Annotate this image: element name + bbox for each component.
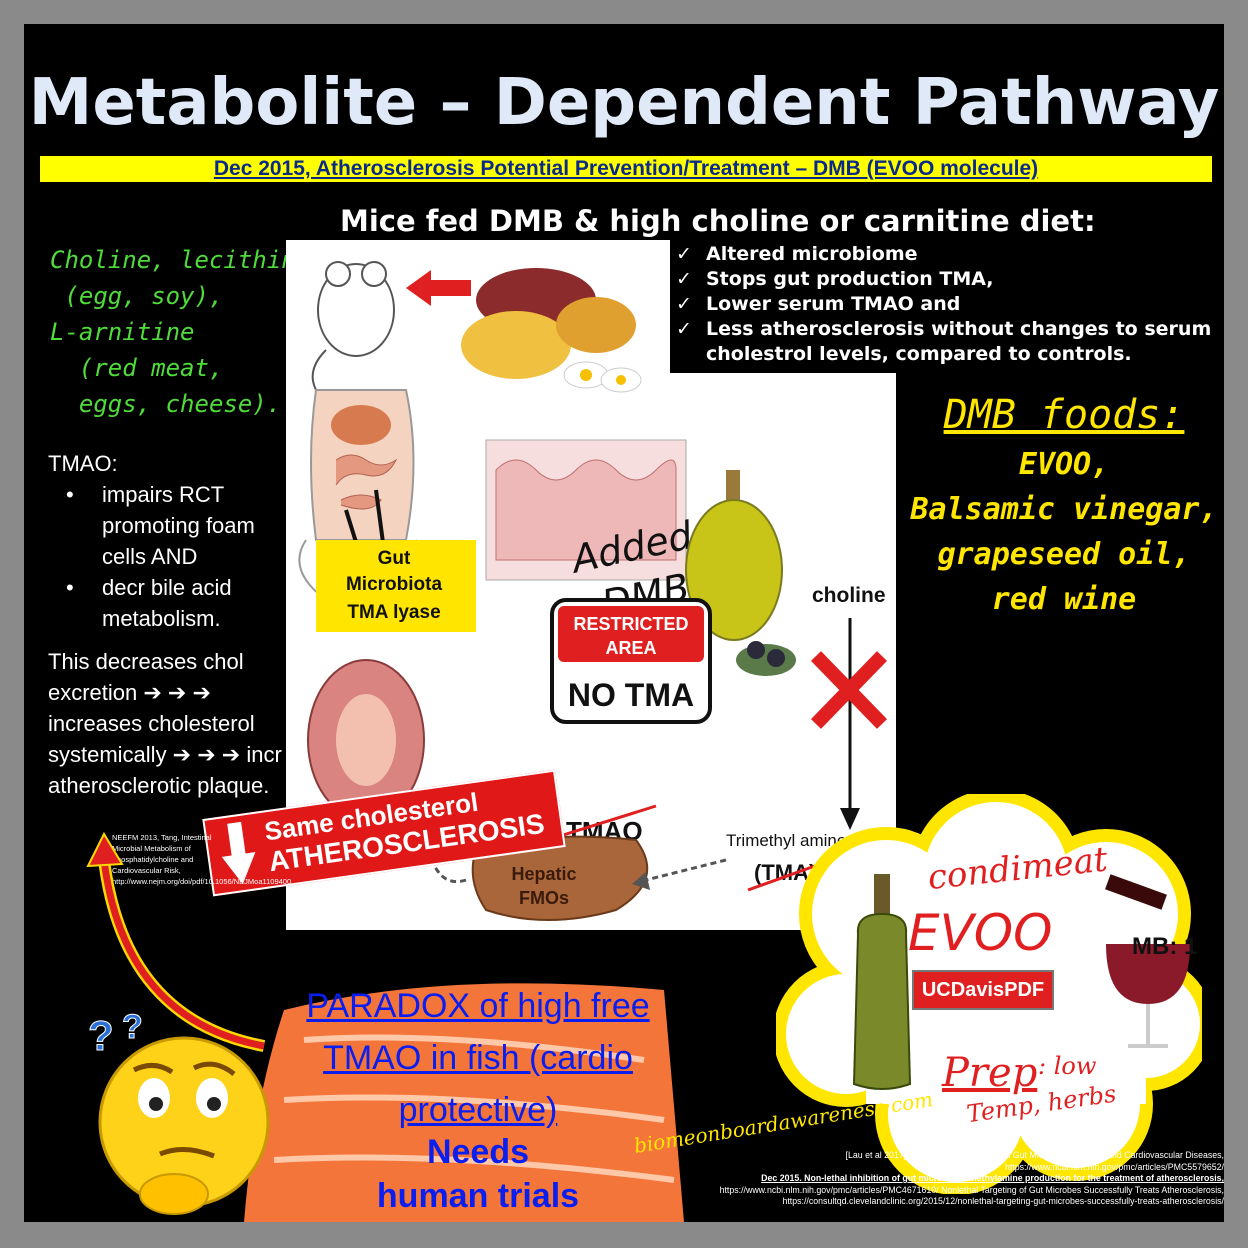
reference-line: [Lau et al 2017] Bridging the Gap betwee… [845,1150,1224,1160]
left-arrow-icon [406,270,471,306]
needs-line: human trials [376,1177,580,1215]
dmb-food-item: EVOO, [1018,447,1110,482]
hepatic-label: Hepatic [511,864,576,884]
reference-line[interactable]: https://www.ncbi.nlm.nih.gov/pmc/article… [1004,1161,1224,1172]
wine-glass-icon [1105,874,1190,1048]
cloud-shape: condimeat EVOO MB: 1 Prep : low Temp, he… [773,789,1213,1195]
reference-line: Dec 2015. Non-lethal inhibition of gut m… [761,1173,1224,1183]
dmb-foods-heading: DMB foods: [943,392,1185,438]
area-text: AREA [605,638,656,658]
artery-icon [307,659,425,821]
result-item: Altered microbiome [676,242,1224,267]
reference-line[interactable]: https://consultqd.clevelandclinic.org/20… [782,1196,1224,1206]
liver-icon [471,835,649,921]
diet-line: L-arnitine [50,318,195,346]
dmb-food-item: red wine [991,582,1137,617]
salmon-image [244,983,684,1222]
reference-line[interactable]: https://www.ncbi.nlm.nih.gov/pmc/article… [719,1184,1224,1195]
choline-label: choline [812,584,886,607]
dmb-food-item: Balsamic vinegar, [910,492,1218,527]
diet-line: eggs, cheese). [50,390,282,418]
references: [Lau et al 2017] Bridging the Gap betwee… [684,1150,1224,1208]
down-arrow-icon [221,821,256,885]
result-item: Lower serum TMAO and [676,292,1224,317]
evoo-bottle-icon [852,874,912,1090]
food-icon [461,268,642,393]
svg-text:?: ? [122,1008,143,1046]
needs-line: Needs [426,1133,530,1171]
gut-label-2: Microbiota [346,574,442,595]
atherosclerosis-banner: Same cholesterol ATHEROSCLEROSIS [202,769,566,897]
pathway-illustration: Gut Microbiota TMA lyase Added DMB RESTR… [298,261,888,921]
tmao-item: decr bile acid metabolism. [48,572,288,634]
decrease-text: This decreases chol excretion ➔ ➔ ➔ incr… [48,649,282,798]
curved-arrow-icon [86,831,266,1052]
no-tma-text: NO TMA [568,677,694,713]
trimethyl-amine-label: Trimethyl amine [726,831,846,850]
diet-line: (egg, soy), [50,282,224,310]
tmao-heading: TMAO: [48,451,118,476]
results-list: Altered microbiome Stops gut production … [670,240,1224,373]
condiment-cloud: condimeat EVOO MB: 1 Prep : low Temp, he… [773,789,1213,1195]
mouse-icon [311,261,395,391]
ucdavis-pdf-button[interactable]: UCDavisPDF [912,970,1054,1010]
subtitle-banner: Dec 2015, Atherosclerosis Potential Prev… [40,156,1212,182]
result-item: Stops gut production TMA, [676,267,1224,292]
prep-text: Prep [941,1050,1037,1096]
gut-label-3: TMA lyase [347,602,440,623]
fmos-label: FMOs [519,888,569,908]
needs-trials: Needs human trials [288,1130,668,1218]
dmb-foods: DMB foods: EVOO, Balsamic vinegar, grape… [904,392,1224,622]
restricted-sign: RESTRICTED AREA NO TMA [550,598,712,724]
dmb-food-item: grapeseed oil, [937,537,1191,572]
gut-label-1: Gut [378,548,411,569]
red-x-icon [810,651,888,729]
mice-heading: Mice fed DMB & high choline or carnitine… [340,204,1096,238]
olive-oil-bottle-icon [685,470,796,676]
tmao-effects: TMAO: impairs RCT promoting foam cells A… [48,448,288,634]
slide: Metabolite – Dependent Pathway Dec 2015,… [24,24,1224,1222]
diet-line: Choline, lecithin [50,246,296,274]
diet-sources: Choline, lecithin (egg, soy), L-arnitine… [50,242,310,422]
diet-line: (red meat, [50,354,224,382]
evoo-text: EVOO [908,904,1053,962]
svg-text:?: ? [88,1012,114,1059]
page-title: Metabolite – Dependent Pathway [28,66,1220,140]
tmao-item: impairs RCT promoting foam cells AND [48,479,288,572]
intestine-tissue-icon [485,439,687,581]
mb-text: MB: 1 [1132,933,1197,960]
thinking-emoji-icon: ? ? [88,1008,270,1215]
neefm-citation: NEEFM 2013, Tang, Intestinal Microbial M… [112,833,292,886]
restricted-text: RESTRICTED [573,614,688,634]
paradox-text: PARADOX of high free TMAO in fish (cardi… [306,987,650,1129]
prep-detail-1: : low [1038,1052,1097,1080]
result-item: Less atherosclerosis without changes to … [676,317,1224,367]
